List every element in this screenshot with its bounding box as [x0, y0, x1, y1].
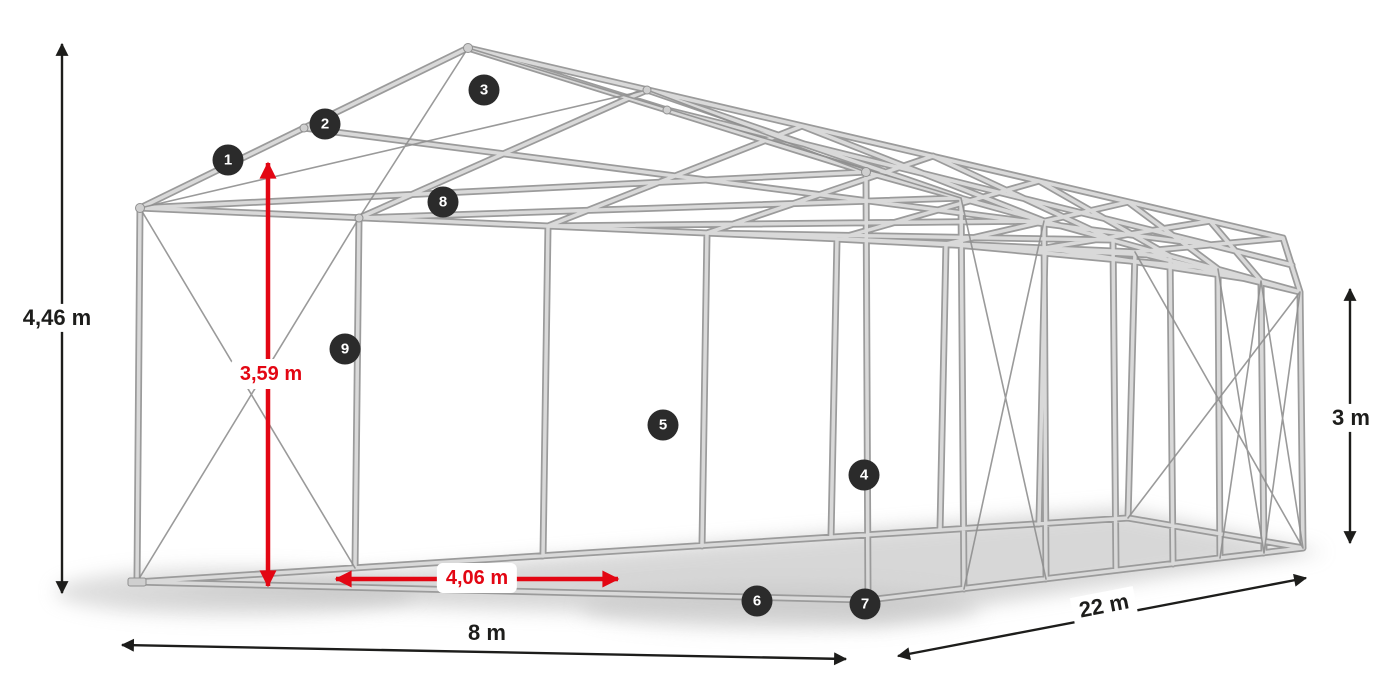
part-marker-6: 6 — [741, 585, 773, 617]
part-marker-1: 1 — [212, 144, 244, 176]
part-marker-2: 2 — [309, 108, 341, 140]
dim-ridge-clear-height-label: 3,59 m — [230, 359, 312, 389]
part-marker-3: 3 — [468, 74, 500, 106]
part-marker-5: 5 — [647, 409, 679, 441]
part-marker-9: 9 — [329, 333, 361, 365]
dim-width-arrow — [120, 638, 848, 666]
dim-width-label: 8 m — [468, 619, 506, 645]
part-marker-7: 7 — [849, 588, 881, 620]
dim-total-height-label: 4,46 m — [15, 303, 99, 333]
part-marker-8: 8 — [427, 186, 459, 218]
dim-side-height-label: 3 m — [1325, 403, 1377, 433]
dim-inner-width-label: 4,06 m — [436, 563, 518, 593]
frame-joints — [127, 43, 878, 605]
part-marker-4: 4 — [848, 459, 880, 491]
frame-structure — [127, 43, 1303, 605]
